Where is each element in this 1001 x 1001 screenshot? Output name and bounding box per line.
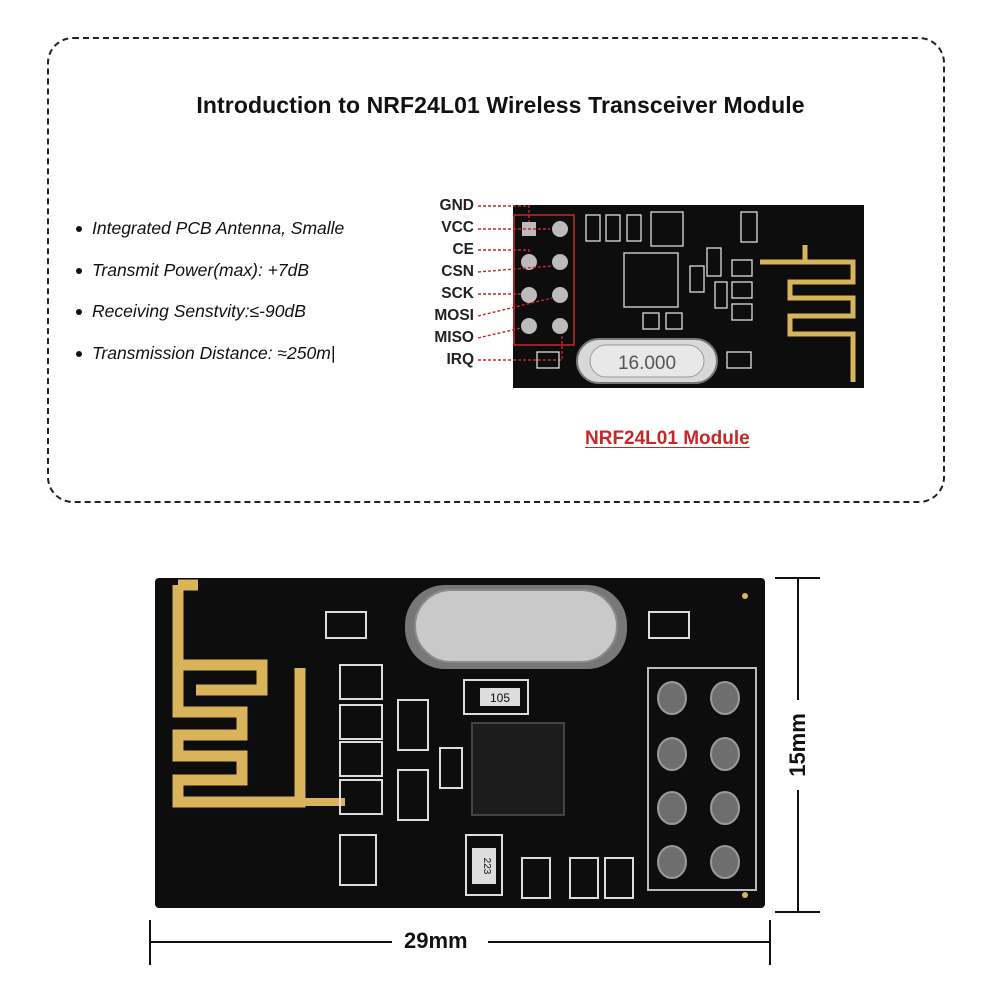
- pin: [521, 254, 537, 270]
- smd-part: [521, 857, 551, 899]
- mount-pad: [742, 892, 748, 898]
- pin-header-outline: [513, 214, 575, 346]
- rf-transceiver-chip: [471, 722, 565, 816]
- smd-part: [339, 664, 383, 700]
- smd-part: [397, 769, 429, 821]
- pin: [710, 791, 740, 825]
- smd-part: [740, 211, 758, 243]
- pin: [521, 287, 537, 303]
- smd-part: [626, 214, 642, 242]
- ic-chip-outline: [623, 252, 679, 308]
- smd-part: [650, 211, 684, 247]
- crystal-can: [414, 589, 618, 663]
- pin-label-miso: MISO: [434, 329, 474, 346]
- pin-label-sck: SCK: [441, 285, 474, 302]
- pin: [657, 737, 687, 771]
- smd-part: [726, 351, 752, 369]
- pin-label-ce: CE: [452, 241, 474, 258]
- pcb-antenna-meander: [172, 585, 306, 808]
- dimension-lines: [149, 577, 820, 965]
- pin: [552, 254, 568, 270]
- pin: [657, 791, 687, 825]
- info-panel: [47, 37, 945, 503]
- smd-part: [569, 857, 599, 899]
- height-dimension-label: 15mm: [785, 713, 810, 777]
- pointer-ce: [478, 249, 530, 254]
- pin-label-csn: CSN: [441, 263, 474, 280]
- capacitor-223: [472, 848, 496, 884]
- pointer-mosi: [477, 297, 553, 317]
- pin-pointer-lines: [477, 205, 563, 361]
- smd-part: [689, 265, 705, 293]
- smd-part: [665, 312, 683, 330]
- feature-item-antenna: Integrated PCB Antenna, Smalle: [76, 218, 344, 239]
- feature-item-distance: Transmission Distance: ≈250m|: [76, 343, 344, 364]
- smd-part: [339, 741, 383, 777]
- pin-label-gnd: GND: [439, 197, 474, 214]
- smd-part: [648, 611, 690, 639]
- pointer-csn: [477, 265, 553, 273]
- top-module-diagram: 16.000: [477, 205, 864, 388]
- bottom-module-diagram: 105 223: [155, 578, 765, 908]
- pin: [657, 845, 687, 879]
- feature-item-transmit-power: Transmit Power(max): +7dB: [76, 260, 344, 281]
- smd-part: [463, 679, 529, 715]
- pin: [552, 287, 568, 303]
- pin-header-frame: [647, 667, 757, 891]
- smd-part: [731, 303, 753, 321]
- pointer-gnd: [478, 205, 530, 222]
- smd-part: [439, 747, 463, 789]
- resistor-105-label: 105: [490, 691, 510, 705]
- smd-part: [536, 351, 560, 369]
- header-pins-bottom: [657, 681, 740, 879]
- feature-list: Integrated PCB Antenna, Smalle Transmit …: [76, 218, 344, 384]
- smd-part: [604, 857, 634, 899]
- pin: [710, 737, 740, 771]
- crystal-inner: [589, 344, 705, 378]
- pin: [552, 318, 568, 334]
- pcb-board-bottom: [155, 578, 765, 908]
- smd-part: [605, 214, 621, 242]
- smd-part: [714, 281, 728, 309]
- resistor-105: [480, 688, 520, 706]
- smd-part: [642, 312, 660, 330]
- smd-part: [339, 834, 377, 886]
- pcb-antenna-meander-upper: [178, 579, 268, 696]
- smd-components-bottom: [325, 611, 690, 899]
- pin: [710, 845, 740, 879]
- solder-pads: [742, 593, 748, 898]
- mount-pad: [742, 593, 748, 599]
- capacitor-223-label: 223: [481, 858, 492, 875]
- smd-part: [585, 214, 601, 242]
- smd-part: [465, 834, 503, 896]
- pointer-irq: [478, 334, 563, 361]
- smd-part: [325, 611, 367, 639]
- smd-part: [706, 247, 722, 277]
- smd-components-top: [536, 211, 758, 369]
- pin-label-irq: IRQ: [446, 351, 474, 368]
- smd-part: [339, 779, 383, 815]
- pin: [552, 221, 568, 237]
- module-caption: NRF24L01 Module: [585, 428, 750, 449]
- width-dimension-label: 29mm: [404, 928, 468, 953]
- page-title: Introduction to NRF24L01 Wireless Transc…: [196, 92, 805, 118]
- pcb-antenna-trace: [760, 259, 856, 382]
- pin: [710, 681, 740, 715]
- feature-item-sensitivity: Receiving Senstvity:≤-90dB: [76, 301, 344, 322]
- pin-label-mosi: MOSI: [434, 307, 474, 324]
- pin-label-vcc: VCC: [441, 219, 474, 236]
- smd-part: [397, 699, 429, 751]
- pointer-miso: [477, 327, 522, 339]
- smd-part: [339, 704, 383, 740]
- smd-part: [731, 281, 753, 299]
- crystal-label: 16.000: [618, 353, 676, 374]
- pin: [657, 681, 687, 715]
- pin: [521, 318, 537, 334]
- smd-part: [731, 259, 753, 277]
